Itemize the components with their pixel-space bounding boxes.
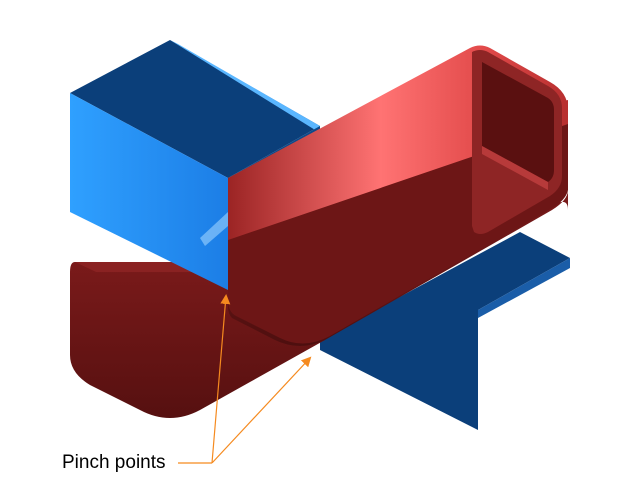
callout-arrows [178,294,312,464]
main-red-tube [228,45,568,346]
pinch-points-label: Pinch points [62,452,166,473]
blue-flange-lower [320,232,570,430]
pinch-point-arrow-upper [211,294,231,464]
pinch-point-arrow-lower [211,356,312,464]
